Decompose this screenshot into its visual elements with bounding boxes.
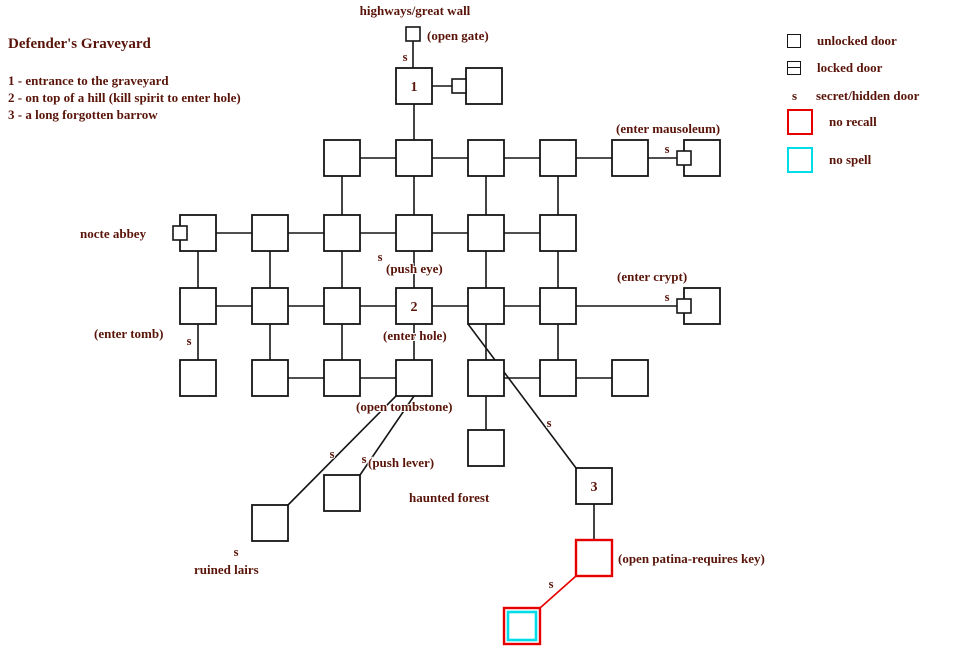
map-label: (open gate) bbox=[427, 28, 489, 43]
room-g-r3c1 bbox=[179, 287, 217, 325]
room-g-r2c3 bbox=[323, 214, 361, 252]
secret-door-marker-patina-secret: s bbox=[549, 577, 554, 591]
page-title: Defender's Graveyard bbox=[8, 36, 151, 52]
room-g-r3c2 bbox=[251, 287, 289, 325]
note-barrow: 3 - a long forgotten barrow bbox=[8, 107, 158, 122]
map-label: (open patina-requires key) bbox=[618, 551, 765, 566]
secret-door-marker-barrow-secret: s bbox=[547, 416, 552, 430]
map-label: (enter hole) bbox=[383, 328, 447, 343]
secret-door-symbol: s bbox=[791, 88, 798, 103]
room-number-barrow-3: 3 bbox=[591, 480, 598, 495]
legend-row-locked-door: locked door bbox=[787, 60, 882, 76]
room-g-r2c5 bbox=[467, 214, 505, 252]
map-label: (enter mausoleum) bbox=[616, 121, 720, 136]
room-g-r4c3 bbox=[323, 359, 361, 397]
room-g-r1c7 bbox=[611, 139, 649, 177]
room-haunted-forest bbox=[467, 429, 505, 467]
room-lever-room bbox=[323, 474, 361, 512]
note-entrance: 1 - entrance to the graveyard bbox=[8, 73, 169, 88]
room-entrance-1 bbox=[395, 67, 433, 105]
map-header: Defender's Graveyard 1 - entrance to the… bbox=[8, 36, 348, 123]
secret-door-marker-tombstone-secret: s bbox=[330, 447, 335, 461]
passage-line bbox=[287, 395, 397, 506]
map-label: (enter crypt) bbox=[617, 269, 687, 284]
room-g-r2c2 bbox=[251, 214, 289, 252]
unlocked-door-icon bbox=[787, 34, 801, 48]
room-number-hill-2: 2 bbox=[411, 300, 418, 315]
door-open-gate bbox=[405, 26, 421, 42]
door-crypt-door bbox=[676, 298, 692, 314]
note-hill: 2 - on top of a hill (kill spirit to ent… bbox=[8, 90, 241, 105]
legend-label-locked: locked door bbox=[817, 60, 883, 75]
legend: unlocked door locked door s secret/hidde… bbox=[787, 0, 971, 200]
locked-door-icon bbox=[787, 61, 801, 75]
room-nocte-abbey bbox=[179, 214, 217, 252]
room-g-r3c3 bbox=[323, 287, 361, 325]
passage-line bbox=[359, 395, 415, 476]
map-label: (push eye) bbox=[386, 261, 443, 276]
map-label: highways/great wall bbox=[360, 3, 471, 18]
room-g-r3c6 bbox=[539, 287, 577, 325]
door-nocte-abbey-door bbox=[172, 225, 188, 241]
room-g-r4c2 bbox=[251, 359, 289, 397]
passage-line bbox=[467, 323, 577, 469]
no-recall-icon bbox=[787, 109, 813, 135]
room-g-r4c6 bbox=[539, 359, 577, 397]
map-label: haunted forest bbox=[409, 490, 490, 505]
room-g-r3c5 bbox=[467, 287, 505, 325]
room-gate-east bbox=[465, 67, 503, 105]
room-g-r1c6 bbox=[539, 139, 577, 177]
room-barrow-3 bbox=[575, 467, 613, 505]
passage-line bbox=[539, 575, 577, 609]
legend-label-unlocked: unlocked door bbox=[817, 33, 897, 48]
legend-row-unlocked-door: unlocked door bbox=[787, 33, 897, 49]
legend-label-no-recall: no recall bbox=[829, 114, 877, 129]
secret-door-marker-gate-secret: s bbox=[403, 50, 408, 64]
map-label: nocte abbey bbox=[80, 226, 147, 241]
secret-door-marker-tomb-secret: s bbox=[187, 334, 192, 348]
legend-label-no-spell: no spell bbox=[829, 152, 872, 167]
room-no-spell-room-inner bbox=[506, 610, 538, 642]
room-no-recall-room bbox=[574, 538, 614, 578]
secret-door-marker-lever-secret: s bbox=[362, 452, 367, 466]
room-hill-2 bbox=[395, 287, 433, 325]
no-spell-icon bbox=[787, 147, 813, 173]
map-label: (open tombstone) bbox=[356, 399, 452, 414]
room-number-entrance-1: 1 bbox=[411, 80, 418, 95]
legend-row-no-recall: no recall bbox=[787, 109, 877, 135]
room-g-r2c4 bbox=[395, 214, 433, 252]
secret-door-marker-crypt-secret: s bbox=[665, 290, 670, 304]
room-g-r2c6 bbox=[539, 214, 577, 252]
door-mausoleum-door bbox=[676, 150, 692, 166]
legend-row-secret-door: s secret/hidden door bbox=[787, 88, 919, 104]
room-no-spell-room bbox=[502, 606, 542, 646]
map-label: (enter tomb) bbox=[94, 326, 163, 341]
secret-door-marker-ruined-lairs-secret: s bbox=[234, 545, 239, 559]
room-ruined-lairs bbox=[251, 504, 289, 542]
room-g-r4c5 bbox=[467, 359, 505, 397]
room-g-r1c5 bbox=[467, 139, 505, 177]
door-east-door bbox=[451, 78, 467, 94]
secret-door-marker-push-eye-secret: s bbox=[378, 250, 383, 264]
map-label: (push lever) bbox=[368, 455, 434, 470]
legend-row-no-spell: no spell bbox=[787, 147, 871, 173]
map-label: ruined lairs bbox=[194, 562, 259, 577]
room-g-r4c4 bbox=[395, 359, 433, 397]
room-g-r1c3 bbox=[323, 139, 361, 177]
secret-door-marker-mausoleum-secret: s bbox=[665, 142, 670, 156]
map-notes: 1 - entrance to the graveyard 2 - on top… bbox=[8, 72, 348, 123]
legend-label-secret: secret/hidden door bbox=[816, 88, 920, 103]
room-g-r1c4 bbox=[395, 139, 433, 177]
room-g-r4c7 bbox=[611, 359, 649, 397]
room-tomb bbox=[179, 359, 217, 397]
